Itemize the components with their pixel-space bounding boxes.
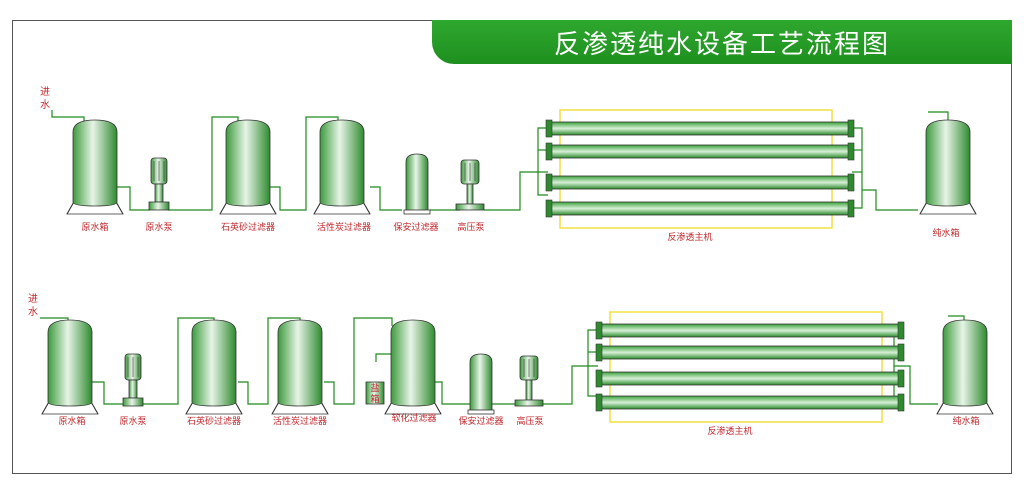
row2-inlet-label-top: 进 [28,293,38,305]
row2-raw-pump-label: 原水泵 [119,415,146,427]
row1-raw-tank [66,119,124,215]
row1-sand-filter-label: 石英砂过滤器 [221,221,275,233]
row1-pure-tank [919,119,977,215]
row2-security-filter [467,353,495,415]
row1-pure-tank-label: 纯水箱 [932,227,959,239]
row1-raw-pump [148,157,170,211]
row1-ro-host-label: 反渗透主机 [667,231,712,243]
row1-raw-pump-label: 原水泵 [145,221,172,233]
row2-hp-pump-label: 高压泵 [516,415,543,427]
row2-ro-host-label: 反渗透主机 [707,425,752,437]
row2-raw-tank [41,319,99,415]
row2-hp-pump [514,355,544,407]
row2-ro-frame [609,311,883,423]
row1-security-filter [403,153,431,215]
row1-inlet-label-top: 进 [40,86,50,98]
row1-hp-pump [455,159,485,211]
row1-ro-frame [559,109,833,229]
row2-ro-tube-4 [595,393,905,412]
row1-process: 进 水 原水箱 [40,86,977,243]
row1-ro-tube-2 [545,142,855,161]
row2-inlet-label-bottom: 水 [28,306,38,318]
row1-hp-pump-label: 高压泵 [457,221,484,233]
row2-raw-tank-label: 原水箱 [58,415,85,427]
row2-salt-box-label-bottom: 箱 [370,393,379,405]
row2-security-filter-label: 保安过滤器 [458,415,503,427]
row2-pure-tank-label: 纯水箱 [952,415,979,427]
row1-ro-tube-1 [545,119,855,138]
row2-softener-label: 软化过滤器 [391,412,436,424]
row2-softener [384,319,442,415]
row2-salt-box-label-top: 盐 [370,382,379,394]
title-banner: 反渗透纯水设备工艺流程图 [432,20,1012,64]
row2-ro-tube-3 [595,369,905,388]
row1-ro-tube-4 [545,199,855,218]
row2-ro-tube-2 [595,343,905,362]
row2-sand-filter [185,319,243,415]
diagram-title: 反渗透纯水设备工艺流程图 [553,30,890,60]
row2-ro-tube-1 [595,321,905,340]
row1-inlet-label-bottom: 水 [40,99,50,111]
row2-pure-tank [936,319,994,415]
row2-sand-filter-label: 石英砂过滤器 [187,415,241,427]
row1-security-filter-label: 保安过滤器 [393,221,438,233]
row2-salt-box: 盐 箱 [365,381,385,405]
row1-ro-tube-3 [545,173,855,192]
row2-carbon-filter [271,319,329,415]
row1-carbon-filter-label: 活性炭过滤器 [317,221,371,233]
row1-carbon-filter [313,119,371,215]
row2-carbon-filter-label: 活性炭过滤器 [273,415,327,427]
row1-raw-tank-label: 原水箱 [81,221,108,233]
row1-sand-filter [219,119,277,215]
row2-raw-pump [122,353,144,407]
row1-pipes [51,110,949,211]
row2-process: 进 水 盐 箱 [28,293,994,437]
